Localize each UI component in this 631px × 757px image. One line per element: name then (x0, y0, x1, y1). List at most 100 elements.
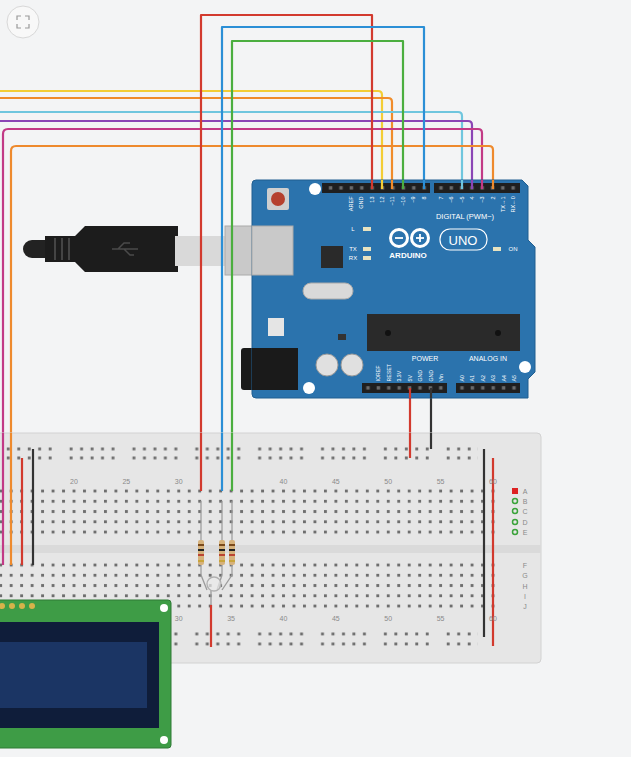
pin-label: A4 (501, 363, 508, 381)
smd-part (338, 334, 346, 340)
resistor-symbol (219, 554, 225, 556)
usb-cable (61, 238, 63, 260)
wire-end (402, 180, 404, 189)
row-letter: F (523, 562, 527, 569)
resistor-symbol (219, 544, 225, 546)
header-label: ANALOG IN (469, 355, 507, 362)
hole-highlight (513, 499, 518, 504)
jumper-wire (3, 433, 493, 647)
pin-label: ~6 (448, 196, 455, 212)
pin-label: RESET (386, 363, 393, 381)
resistor-symbol (229, 549, 235, 551)
capacitor (341, 354, 363, 376)
row-letter: B (523, 498, 528, 505)
capacitor (316, 354, 338, 376)
column-number: 35 (227, 615, 235, 622)
pin-header (322, 183, 430, 193)
resistor-symbol (198, 540, 204, 565)
indicator-led (493, 247, 501, 251)
arduino-logo (419, 234, 421, 242)
jumper-wire (221, 433, 223, 491)
column-number: 30 (175, 478, 183, 485)
power-jack (241, 348, 298, 390)
jumper-wire (21, 458, 23, 565)
expand-icon (7, 6, 39, 38)
wire-end (481, 180, 483, 189)
breadboard-channel (0, 545, 541, 553)
row-letter: D (522, 519, 527, 526)
microcontroller (385, 330, 391, 336)
rgb-led (201, 575, 232, 605)
jumper-wire (409, 398, 411, 433)
column-number: 55 (437, 615, 445, 622)
rgb-led (210, 590, 211, 605)
row-letter: A (523, 488, 528, 495)
resistor-symbol (219, 540, 225, 565)
row-letter: C (522, 508, 527, 515)
mounting-hole (519, 361, 531, 373)
breadboard-art (0, 433, 541, 663)
pin-label: A2 (480, 363, 487, 381)
pin-label: RX←0 (510, 196, 517, 212)
jumper-wire (201, 15, 372, 433)
usb-cable (23, 226, 293, 275)
led-label: RX (349, 255, 357, 261)
column-number: 45 (332, 478, 340, 485)
microcontroller (495, 330, 501, 336)
header-label: DIGITAL (PWM~) (436, 213, 494, 221)
indicator-led (363, 247, 371, 251)
resistor-symbol (219, 549, 225, 551)
column-number: 25 (122, 478, 130, 485)
usb-chip (321, 246, 343, 268)
resistor-symbol (200, 501, 201, 575)
lcd-module (160, 604, 168, 612)
mounting-hole (309, 183, 321, 195)
hole-highlight (512, 488, 518, 494)
jumper-wire (409, 433, 411, 458)
hole-highlight (513, 520, 518, 525)
column-number: 20 (70, 478, 78, 485)
rgb-led (222, 575, 232, 590)
regulator (268, 318, 284, 336)
column-number: 60 (489, 478, 497, 485)
pin-header (434, 183, 520, 193)
power-rail (0, 629, 478, 649)
pin-header (322, 183, 430, 193)
resistor-symbol (219, 560, 225, 562)
pin-label: GND (428, 363, 435, 381)
pin-label: ~10 (400, 196, 407, 212)
pin-label: ~11 (389, 196, 396, 212)
resistor-symbol (198, 560, 204, 562)
resistor-symbol (198, 554, 204, 556)
pin-label: 2 (490, 196, 497, 212)
lcd-module (0, 600, 171, 748)
column-number: 40 (280, 478, 288, 485)
rgb-led (217, 575, 222, 590)
resistor-symbol (198, 544, 204, 546)
crystal (303, 283, 353, 299)
model-label: UNO (449, 234, 478, 247)
column-number: 50 (384, 478, 392, 485)
header-label: POWER (412, 355, 438, 362)
row-letter: J (523, 603, 527, 610)
lcd-module (160, 736, 168, 744)
jumper-wire (232, 41, 403, 433)
usb-cable (225, 226, 293, 275)
jumper-wire (222, 27, 424, 433)
pin-header (362, 383, 447, 393)
resistor-symbol (229, 554, 235, 556)
row-letter: I (524, 593, 526, 600)
arduino-logo (395, 237, 403, 239)
wire-end (409, 388, 411, 398)
pin-label: A1 (469, 363, 476, 381)
jumper-wire (492, 458, 494, 646)
led-label: TX (349, 246, 357, 252)
expand-icon (17, 16, 29, 28)
arduino-logo (391, 230, 429, 247)
arduino-logo (416, 237, 424, 239)
hole-highlight (513, 530, 518, 535)
pin-label: 4 (469, 196, 476, 212)
pin-label: ~9 (410, 196, 417, 212)
